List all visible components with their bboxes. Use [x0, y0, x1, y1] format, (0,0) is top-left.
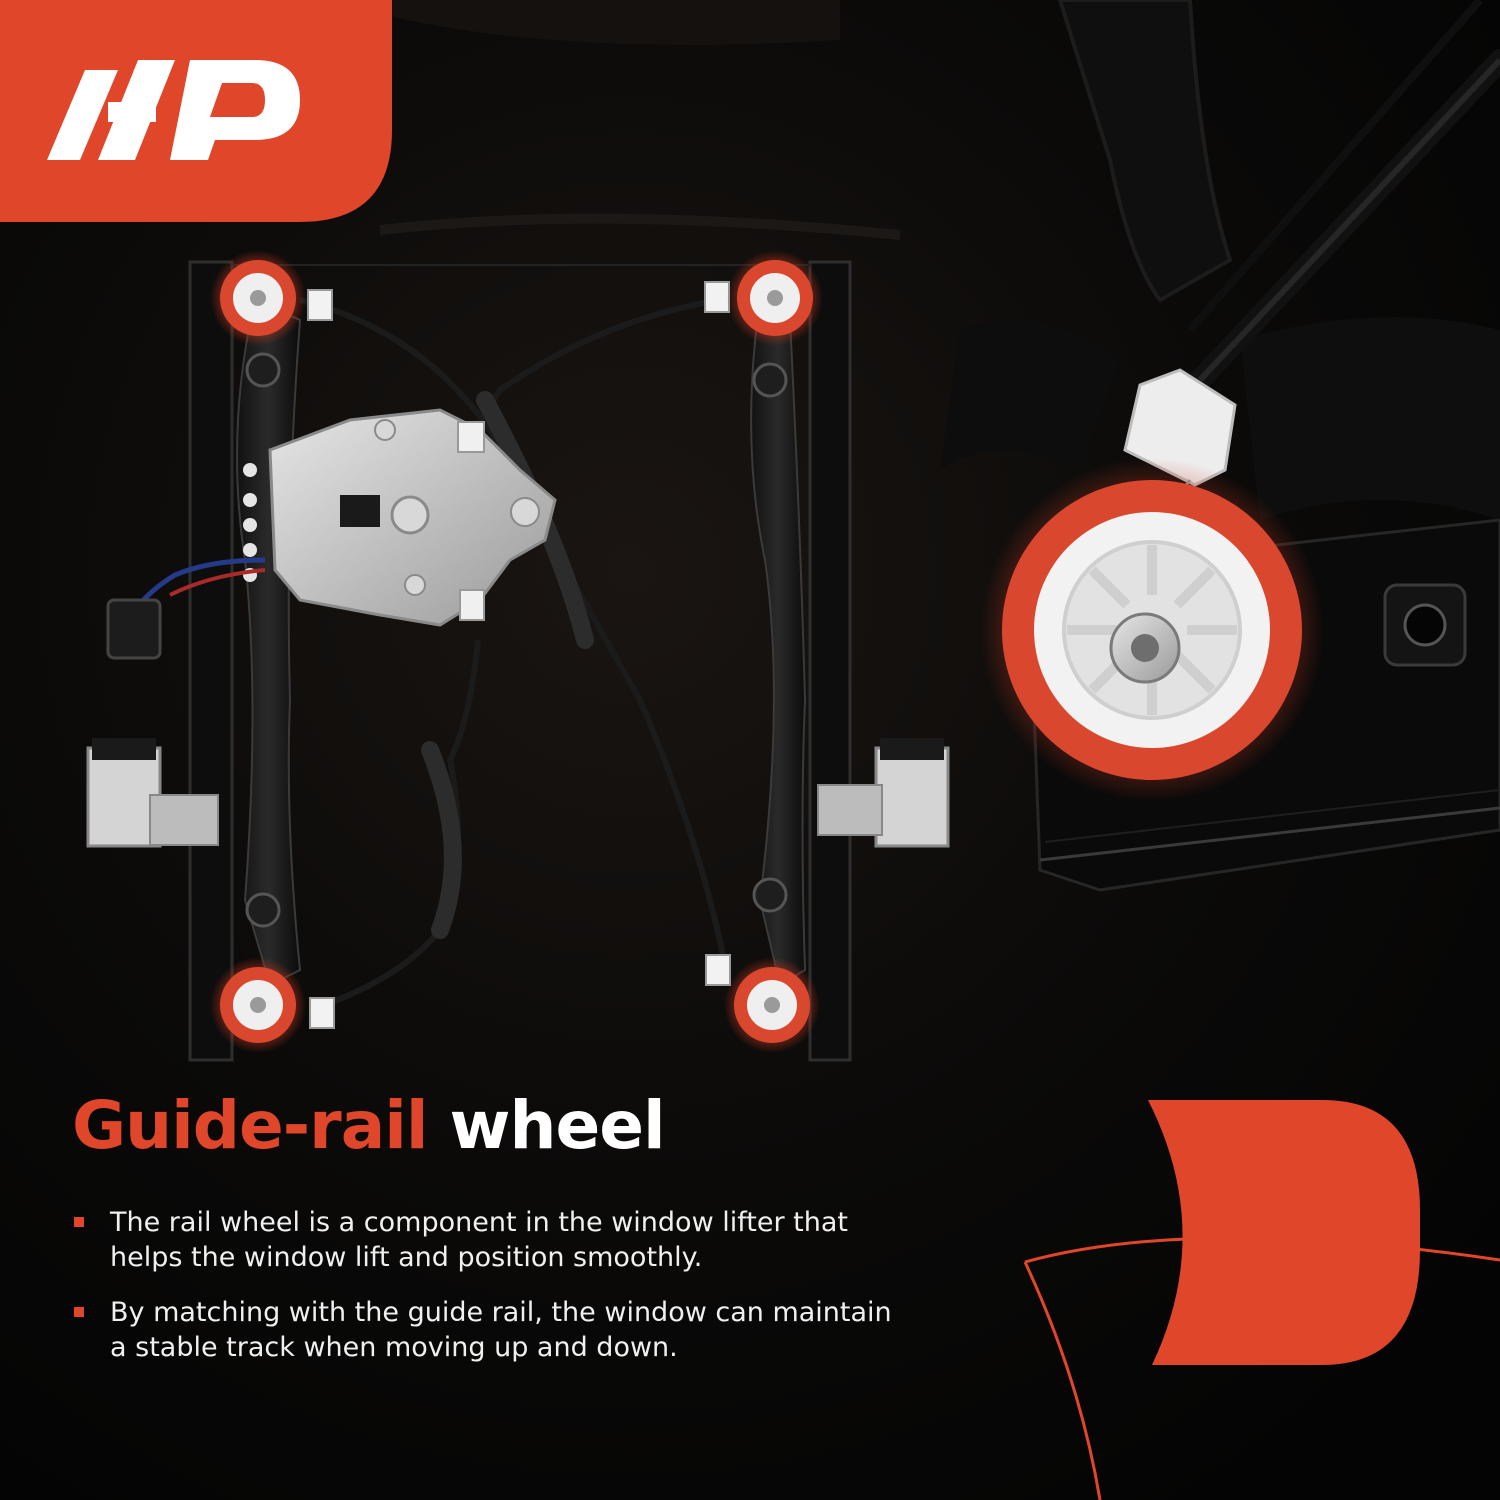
feature-text: By matching with the guide rail, the win…	[110, 1297, 892, 1364]
window-regulator	[86, 250, 950, 1062]
feature-item: By matching with the guide rail, the win…	[72, 1295, 892, 1365]
guide-rail-wheel-top-left	[210, 250, 306, 346]
brand-decoration-shape	[1023, 1100, 1500, 1500]
headline: Guide-rail wheel	[72, 1087, 666, 1164]
a-premium-logo-icon	[0, 0, 392, 222]
feature-item: The rail wheel is a component in the win…	[72, 1205, 892, 1275]
headline-rest: wheel	[427, 1087, 665, 1164]
feature-list: The rail wheel is a component in the win…	[72, 1205, 892, 1385]
guide-rail-wheel-bottom-right	[724, 957, 820, 1053]
headline-accent: Guide-rail	[72, 1087, 429, 1164]
feature-text: The rail wheel is a component in the win…	[110, 1207, 848, 1274]
guide-rail-wheel-bottom-left	[210, 957, 306, 1053]
guide-rail-wheel-top-right	[727, 250, 823, 346]
zoomed-guide-rail-wheel	[980, 458, 1324, 802]
bullet-marker-icon	[74, 1217, 84, 1227]
bullet-marker-icon	[74, 1307, 84, 1318]
